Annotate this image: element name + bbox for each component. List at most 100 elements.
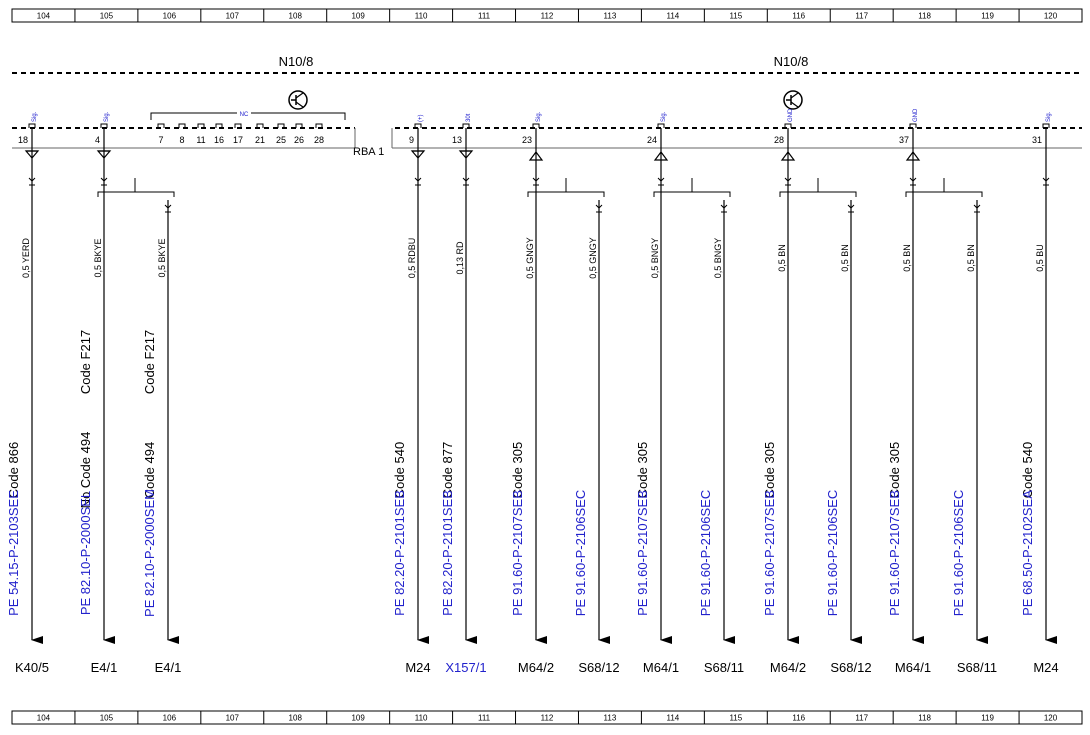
ruler-number: 120: [1044, 12, 1058, 21]
option-code: Code 305: [887, 442, 902, 498]
ruler-number: 113: [604, 714, 617, 723]
pin-number: 18: [18, 135, 28, 145]
destination-label[interactable]: S68/12: [830, 660, 871, 675]
option-code: Code 305: [510, 442, 525, 498]
destination-label[interactable]: M64/2: [518, 660, 554, 675]
ruler-number: 110: [415, 714, 428, 723]
pin-number: 28: [774, 135, 784, 145]
destination-label[interactable]: E4/1: [91, 660, 118, 675]
ruler-number: 120: [1044, 714, 1058, 723]
pin-type-label: Sig.: [104, 111, 110, 122]
module-boundary: N10/8 N10/8: [12, 54, 1082, 74]
ruler-number: 104: [37, 12, 51, 21]
nc-pin-number: 8: [179, 135, 184, 145]
document-reference[interactable]: PE 91.60-P-2107SEB: [510, 490, 525, 616]
document-reference[interactable]: PE 91.60-P-2106SEC: [951, 490, 966, 616]
pin-number: 37: [899, 135, 909, 145]
pin-number: 24: [647, 135, 657, 145]
wire-spec: 0,5 YERD: [21, 238, 31, 278]
circuit-column: 0,5 BN PE 91.60-P-2106SEC S68/11: [951, 200, 997, 675]
nc-label: NC: [240, 112, 249, 118]
module-label-right: N10/8: [774, 54, 809, 69]
pin-marker: [462, 123, 470, 128]
nc-pin-number: 17: [233, 135, 243, 145]
document-reference[interactable]: PE 82.20-P-2101SEB: [440, 490, 455, 616]
pin-number: 9: [409, 135, 414, 145]
nc-pin-marker: [157, 123, 165, 128]
ruler-number: 116: [792, 714, 805, 723]
wire-spec: 0,5 BN: [966, 244, 976, 272]
destination-label[interactable]: S68/11: [957, 660, 997, 675]
destination-label[interactable]: S68/11: [704, 660, 744, 675]
document-reference[interactable]: PE 68.50-P-2102SEA: [1020, 490, 1035, 616]
socket-icon: [164, 204, 172, 209]
document-reference[interactable]: PE 91.60-P-2106SEC: [825, 490, 840, 616]
wire-spec: 0,13 RD: [455, 241, 465, 275]
socket-icon: [847, 204, 855, 209]
destination-label[interactable]: E4/1: [155, 660, 182, 675]
pin-number: 4: [95, 135, 100, 145]
nc-pin-marker: [178, 123, 186, 128]
destination-label[interactable]: M64/1: [643, 660, 679, 675]
module-label-left: N10/8: [279, 54, 314, 69]
option-code: Code 305: [762, 442, 777, 498]
document-reference[interactable]: PE 91.60-P-2106SEC: [698, 490, 713, 616]
document-reference[interactable]: PE 54.15-P-2103SEE: [6, 490, 21, 616]
destination-label[interactable]: M24: [405, 660, 430, 675]
nc-pin-number: 21: [255, 135, 265, 145]
destination-label[interactable]: S68/12: [578, 660, 619, 675]
document-reference[interactable]: PE 82.10-P-2000SEL: [78, 491, 93, 615]
document-reference[interactable]: PE 91.60-P-2106SEC: [573, 490, 588, 616]
socket-icon: [784, 177, 792, 182]
nc-pin-number: 7: [158, 135, 163, 145]
destination-label[interactable]: X157/1: [445, 660, 486, 675]
pin-type-label: GND: [788, 108, 794, 122]
destination-label[interactable]: M24: [1033, 660, 1058, 675]
pin-type-label: Sig.: [661, 111, 667, 122]
pin-marker: [909, 123, 917, 128]
nc-pin-marker: [315, 123, 323, 128]
document-reference[interactable]: PE 82.20-P-2101SEB: [392, 490, 407, 616]
destination-label[interactable]: M64/1: [895, 660, 931, 675]
document-reference[interactable]: PE 91.60-P-2107SEB: [762, 490, 777, 616]
input-arrow-icon: [905, 151, 921, 161]
destination-label[interactable]: M64/2: [770, 660, 806, 675]
ruler-number: 104: [37, 714, 51, 723]
ruler-number: 115: [729, 714, 742, 723]
destination-label[interactable]: K40/5: [15, 660, 49, 675]
transistor-icon: [783, 90, 803, 110]
option-code: No Code 494: [78, 432, 93, 509]
wire-spec: 0,5 RDBU: [407, 238, 417, 279]
wire-spec: 0,5 GNGY: [525, 237, 535, 279]
ruler-number: 109: [351, 714, 365, 723]
nc-pin-number: 26: [294, 135, 304, 145]
pin-type-label: Sig.: [536, 111, 542, 122]
option-code: Code 866: [6, 442, 21, 498]
socket-icon: [1042, 177, 1050, 182]
ruler-number: 112: [541, 714, 554, 723]
document-reference[interactable]: PE 91.60-P-2107SEB: [887, 490, 902, 616]
option-code: Code 494: [142, 442, 157, 498]
pin-marker: [657, 123, 665, 128]
document-reference[interactable]: PE 82.10-P-2000SEM: [142, 489, 157, 617]
socket-icon: [909, 177, 917, 182]
ruler-number: 109: [351, 12, 365, 21]
pin-marker: [784, 123, 792, 128]
wire-spec: 0,5 BNGY: [713, 238, 723, 279]
wire-spec: 0,5 BU: [1035, 244, 1045, 272]
ruler-number: 108: [289, 714, 303, 723]
document-reference[interactable]: PE 91.60-P-2107SEB: [635, 490, 650, 616]
ruler-number: 114: [666, 12, 679, 21]
nc-pin-marker: [215, 123, 223, 128]
ruler-number: 117: [855, 12, 868, 21]
